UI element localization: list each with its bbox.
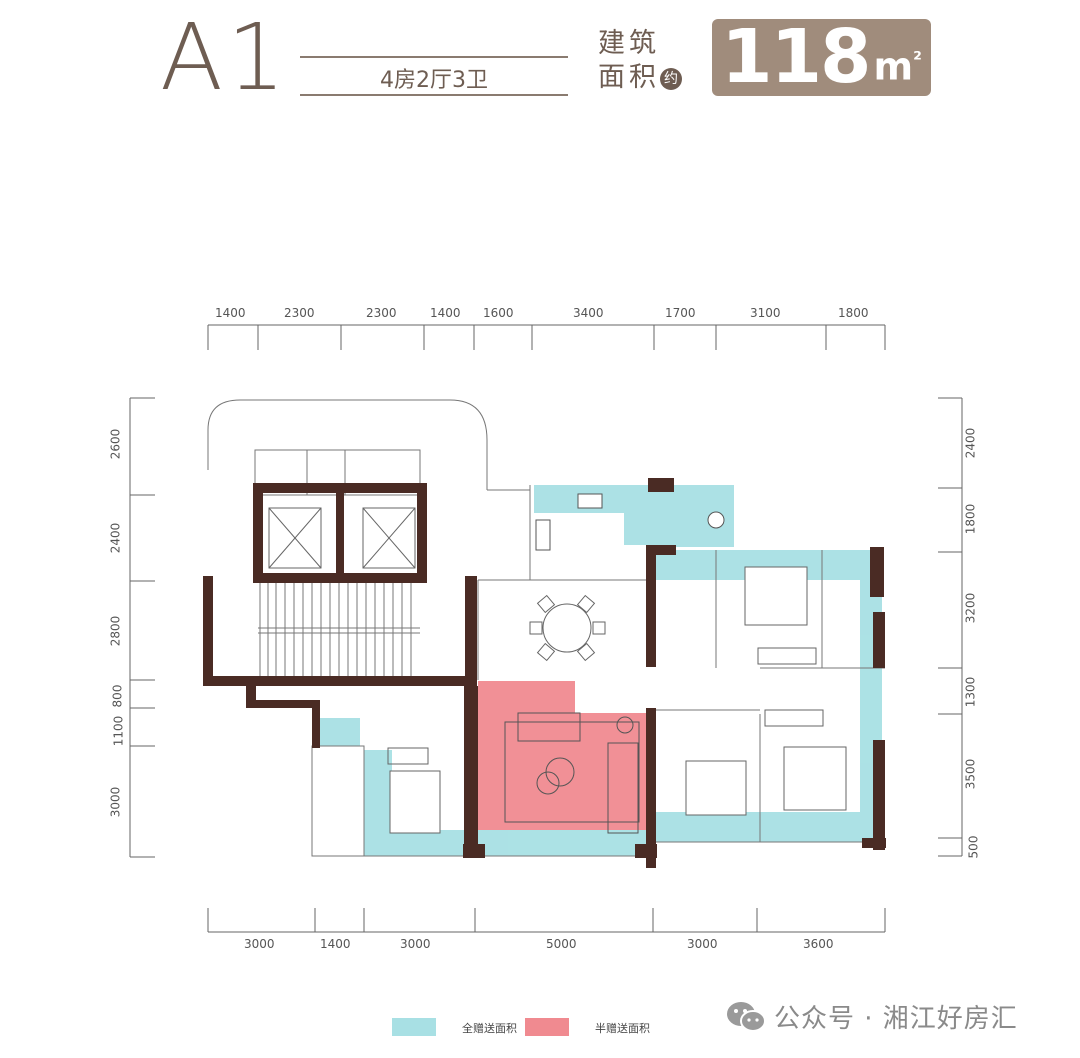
area-label-text: 面积 <box>598 62 660 93</box>
area-label-line2: 面积约 <box>598 62 682 94</box>
unit-code: A1 <box>160 4 290 111</box>
dim-bottom-3: 3000 <box>400 937 431 951</box>
dim-top-1: 1400 <box>215 306 246 320</box>
structural-walls <box>203 478 886 868</box>
dim-bottom-2: 1400 <box>320 937 351 951</box>
area-unit: m² <box>874 30 922 96</box>
kitchen-fixtures <box>535 493 725 551</box>
dim-top-3: 2300 <box>366 306 397 320</box>
wardrobes <box>387 647 824 765</box>
dim-top-7: 1700 <box>665 306 696 320</box>
approx-badge: 约 <box>660 67 682 90</box>
living-furniture <box>504 712 640 834</box>
layout-label: 4房2厅3卫 <box>380 68 488 93</box>
dim-top-6: 3400 <box>573 306 604 320</box>
dim-top-9: 1800 <box>838 306 869 320</box>
legend-swatch-full-gift <box>392 1018 436 1036</box>
divider-top <box>300 56 568 58</box>
watermark-text: 公众号 · 湘江好房汇 <box>774 1004 1018 1034</box>
wechat-icon <box>727 1002 766 1032</box>
dim-top-5: 1600 <box>483 306 514 320</box>
area-unit-text: m <box>873 45 914 89</box>
dim-bottom-6: 3600 <box>803 937 834 951</box>
half-gift-area <box>478 681 646 830</box>
dimension-lines <box>129 324 963 933</box>
legend-label-half-gift: 半赠送面积 <box>595 1022 650 1035</box>
stairs <box>258 583 420 678</box>
dim-bottom-1: 3000 <box>244 937 275 951</box>
area-label-line1: 建筑 <box>598 28 660 59</box>
elevators <box>268 507 416 569</box>
divider-bottom <box>300 94 568 96</box>
dim-bottom-5: 3000 <box>687 937 718 951</box>
dim-top-2: 2300 <box>284 306 315 320</box>
area-unit-sup: ² <box>913 47 922 72</box>
beds <box>389 566 847 834</box>
area-value: 118 <box>721 14 871 100</box>
dim-top-4: 1400 <box>430 306 461 320</box>
dining-table <box>529 594 606 662</box>
dim-bottom-4: 5000 <box>546 937 577 951</box>
area-box: 118 m² <box>712 14 931 100</box>
legend-swatch-half-gift <box>525 1018 569 1036</box>
dim-top-8: 3100 <box>750 306 781 320</box>
legend-label-full-gift: 全赠送面积 <box>462 1022 517 1035</box>
